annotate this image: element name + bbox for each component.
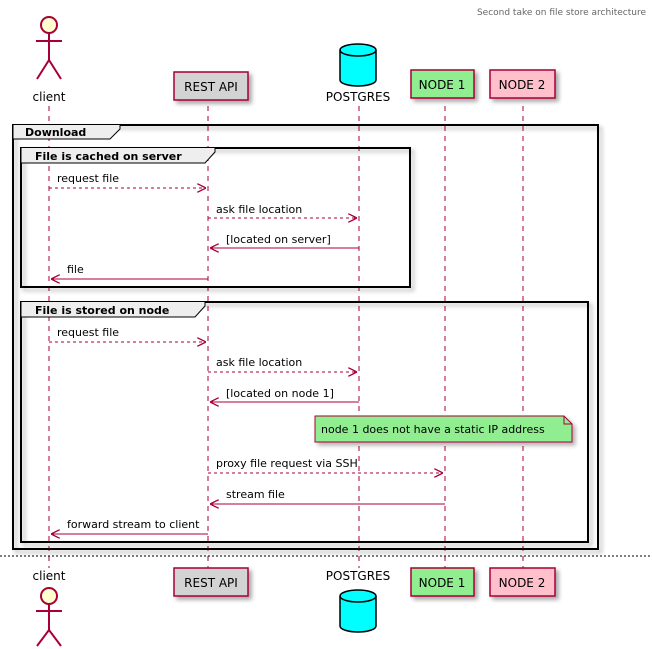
message-7: [located on node 1] (210, 387, 359, 402)
message-8-label: proxy file request via SSH (216, 457, 358, 470)
actor-client-top: client (33, 16, 66, 104)
group-stored: File is stored on node (20, 301, 589, 543)
message-10: forward stream to client (51, 518, 208, 534)
participant-node1-label: NODE 1 (419, 78, 466, 92)
participant-rest-api-label: REST API (184, 576, 238, 590)
message-6: ask file location (208, 356, 357, 372)
actor-client-bottom: client (33, 569, 66, 647)
group-download-label: Download (25, 126, 86, 139)
message-1: request file (49, 172, 206, 188)
participant-postgres-top: POSTGRES (326, 43, 390, 104)
note-node1: node 1 does not have a static IP address (314, 415, 573, 443)
message-4: file (51, 263, 208, 279)
message-5: request file (49, 326, 206, 342)
message-8: proxy file request via SSH (208, 457, 443, 473)
participant-node2-top: NODE 2 (489, 69, 556, 99)
message-3-label: [located on server] (226, 233, 331, 246)
participant-node2-bottom: NODE 2 (489, 567, 556, 597)
actor-head-icon (40, 16, 58, 34)
participant-postgres-bottom: POSTGRES (326, 569, 390, 633)
message-1-label: request file (57, 172, 119, 185)
group-cached: File is cached on server (20, 147, 411, 288)
message-5-label: request file (57, 326, 119, 339)
message-2: ask file location (208, 203, 357, 218)
message-7-label: [located on node 1] (226, 387, 334, 400)
database-icon (339, 589, 377, 633)
participant-node1-top: NODE 1 (410, 69, 475, 99)
participant-client-label: client (33, 569, 66, 583)
group-cached-label: File is cached on server (35, 150, 182, 163)
participant-node1-label: NODE 1 (419, 576, 466, 590)
message-3: [located on server] (210, 233, 359, 248)
participant-postgres-label: POSTGRES (326, 90, 390, 104)
participant-rest-api-bottom: REST API (173, 567, 249, 597)
group-download: Download (12, 124, 599, 550)
participant-postgres-label: POSTGRES (326, 569, 390, 583)
message-6-label: ask file location (216, 356, 302, 369)
message-10-label: forward stream to client (67, 518, 200, 531)
participant-node1-bottom: NODE 1 (410, 567, 475, 597)
participant-client-label: client (33, 90, 66, 104)
message-9: stream file (210, 488, 445, 504)
database-icon (339, 43, 377, 87)
participant-rest-api-top: REST API (173, 71, 249, 101)
group-stored-label: File is stored on node (35, 304, 169, 317)
message-2-label: ask file location (216, 203, 302, 216)
participant-node2-label: NODE 2 (499, 78, 546, 92)
participant-rest-api-label: REST API (184, 80, 238, 94)
message-9-label: stream file (226, 488, 285, 501)
participant-node2-label: NODE 2 (499, 576, 546, 590)
actor-head-icon (40, 587, 58, 605)
lifelines (48, 106, 524, 568)
diagram-title: Second take on file store architecture (477, 8, 646, 18)
message-4-label: file (67, 263, 84, 276)
note-text: node 1 does not have a static IP address (321, 423, 545, 436)
